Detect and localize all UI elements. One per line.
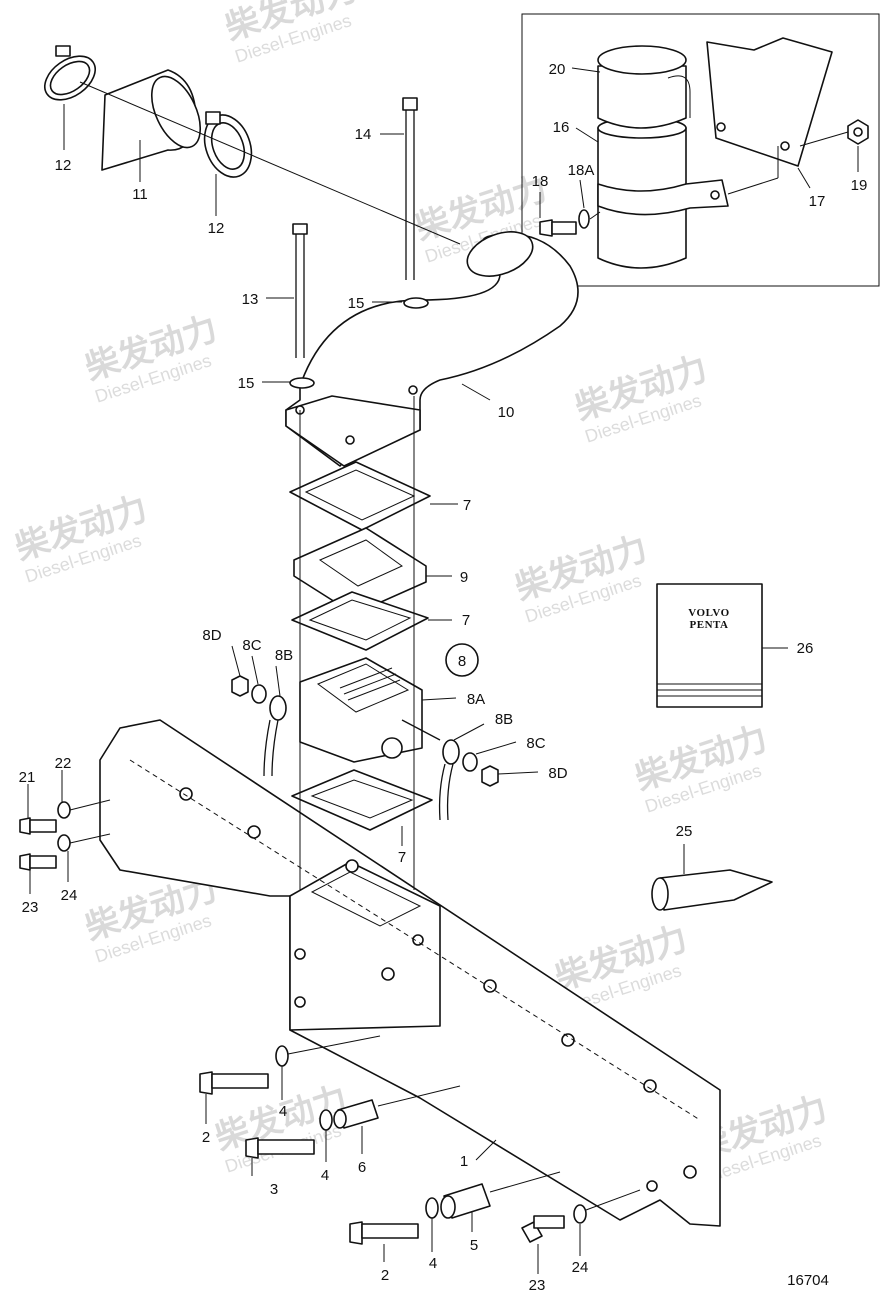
callout-22: 22 [55, 755, 72, 772]
flange-stack [289, 461, 433, 831]
callout-26: 26 [797, 640, 814, 657]
callout-12: 12 [55, 157, 72, 174]
callout-6: 6 [358, 1159, 366, 1176]
callout-15: 15 [238, 375, 255, 392]
watermark: 柴发动力 Diesel-Engines [511, 529, 652, 626]
callout-8B: 8B [495, 711, 513, 728]
callout-25: 25 [676, 823, 693, 840]
callout-7: 7 [398, 849, 406, 866]
callout-10: 10 [498, 404, 515, 421]
callout-8D: 8D [202, 627, 221, 644]
callout-17: 17 [809, 193, 826, 210]
callout-2: 2 [202, 1129, 210, 1146]
inset-detail-box [521, 13, 880, 287]
callout-15: 15 [348, 295, 365, 312]
callout-13: 13 [242, 291, 259, 308]
leader-lines [27, 67, 859, 1274]
watermark: 柴发动力 Diesel-Engines [631, 719, 772, 816]
drawing-number: 16704 [787, 1272, 829, 1289]
watermark: 柴发动力 Diesel-Engines [81, 309, 222, 406]
watermark: 柴发动力 Diesel-Engines [571, 349, 712, 446]
callout-19: 19 [851, 177, 868, 194]
callout-18A: 18A [568, 162, 595, 179]
hose-assembly [44, 45, 461, 245]
callout-8A: 8A [467, 691, 485, 708]
callout-23: 23 [22, 899, 39, 916]
studs-and-washers [289, 97, 429, 389]
kit-brand-line1: VOLVO [688, 607, 729, 619]
callout-8C: 8C [526, 735, 545, 752]
exhaust-elbow-10 [285, 231, 579, 467]
group-marker-8: 8 [445, 643, 479, 677]
svg-text:8: 8 [458, 653, 466, 670]
watermark: 柴发动力 Diesel-Engines [211, 1079, 352, 1176]
callout-labels: 12 11 12 14 13 15 15 10 7 9 7 8D 8C 8B 8… [19, 61, 868, 1294]
callout-12: 12 [208, 220, 225, 237]
riser-hardware [231, 675, 499, 821]
watermark: 柴发动力 Diesel-Engines [11, 489, 152, 586]
callout-8B: 8B [275, 647, 293, 664]
callout-4: 4 [429, 1255, 437, 1272]
callout-3: 3 [270, 1181, 278, 1198]
callout-2: 2 [381, 1267, 389, 1284]
callout-24: 24 [572, 1259, 589, 1276]
callout-8C: 8C [242, 637, 261, 654]
callout-21: 21 [19, 769, 36, 786]
callout-14: 14 [355, 126, 372, 143]
alignment-lines [299, 396, 415, 890]
callout-9: 9 [460, 569, 468, 586]
callout-4: 4 [321, 1167, 329, 1184]
exhaust-manifold-1 [99, 719, 721, 1227]
callout-16: 16 [553, 119, 570, 136]
bottom-fasteners [19, 799, 641, 1245]
callout-7: 7 [463, 497, 471, 514]
watermark: 柴发动力 Diesel-Engines [221, 0, 362, 67]
callout-24: 24 [61, 887, 78, 904]
callout-1: 1 [460, 1153, 468, 1170]
callout-23: 23 [529, 1277, 546, 1294]
callout-8D: 8D [548, 765, 567, 782]
callout-4: 4 [279, 1103, 287, 1120]
kit-brand-line2: PENTA [690, 619, 729, 631]
sealant-tube-25 [651, 869, 773, 911]
callout-20: 20 [549, 61, 566, 78]
callout-7: 7 [462, 612, 470, 629]
callout-18: 18 [532, 173, 549, 190]
gasket-kit-26: VOLVO PENTA [656, 583, 763, 708]
callout-11: 11 [132, 186, 148, 203]
callout-5: 5 [470, 1237, 478, 1254]
